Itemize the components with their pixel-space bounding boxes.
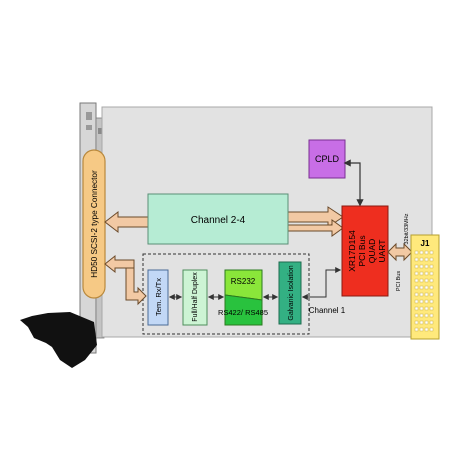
j1-label: J1 — [421, 239, 430, 248]
channel-2-4-block: Channel 2-4 — [147, 193, 289, 245]
cpld-uart-arrow — [343, 159, 364, 207]
duplex-label: Full/Half Duplex — [192, 272, 199, 322]
cpld-block: CPLD — [308, 139, 346, 179]
uart-line-2: PCI Bus — [357, 235, 367, 266]
ejector-handle[interactable] — [20, 312, 97, 368]
connector-label: HD50 SCSI-2 type Connector — [90, 170, 99, 278]
bus-arrow-channel24-uart-lower — [287, 219, 344, 237]
rs232-rs485-block: RS232 RS422/ RS485 — [218, 269, 268, 326]
rs422-label: RS422/ RS485 — [218, 308, 268, 317]
cpld-label: CPLD — [315, 154, 340, 164]
pci-bus-label: PCI Bus — [396, 271, 402, 291]
hd50-connector: HD50 SCSI-2 type Connector — [82, 149, 106, 299]
bus-arrow-connector-channel1 — [104, 254, 147, 306]
term-rxtx-block: Tem. Rx/Tx — [147, 269, 169, 326]
galvanic-isolation-block: Galvanic Isolation — [278, 261, 302, 325]
pci-connector-pins — [414, 250, 434, 332]
uart-line-1: XR17D154 — [347, 230, 357, 272]
quad-uart-block: XR17D154 PCI Bus QUAD UART — [341, 205, 389, 297]
duplex-block: Full/Half Duplex — [182, 269, 208, 326]
bus-speed-label: 32bit/33MHz — [404, 213, 410, 244]
uart-line-3: QUAD — [367, 239, 377, 264]
channel-2-4-label: Channel 2-4 — [191, 215, 246, 226]
arrow-galvanic-uart — [301, 267, 342, 300]
term-label: Tem. Rx/Tx — [154, 278, 163, 316]
pci-connector-j1: J1 — [410, 234, 440, 340]
channel-1-label: Channel 1 — [309, 306, 346, 315]
galvanic-label: Galvanic Isolation — [288, 265, 295, 320]
rs232-label: RS232 — [231, 277, 256, 286]
uart-line-4: UART — [377, 240, 387, 263]
